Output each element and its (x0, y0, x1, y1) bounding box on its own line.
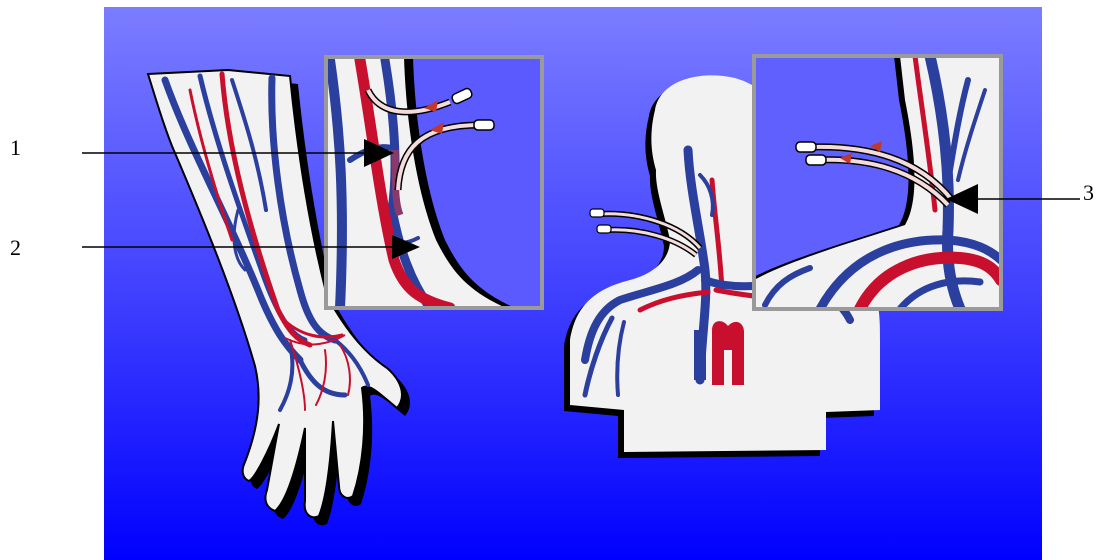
arm-inset (326, 57, 542, 308)
callout-label-2: 2 (10, 237, 21, 259)
callout-label-1: 1 (10, 137, 21, 159)
callout-label-3: 3 (1083, 182, 1094, 204)
neck-inset (748, 56, 1001, 309)
